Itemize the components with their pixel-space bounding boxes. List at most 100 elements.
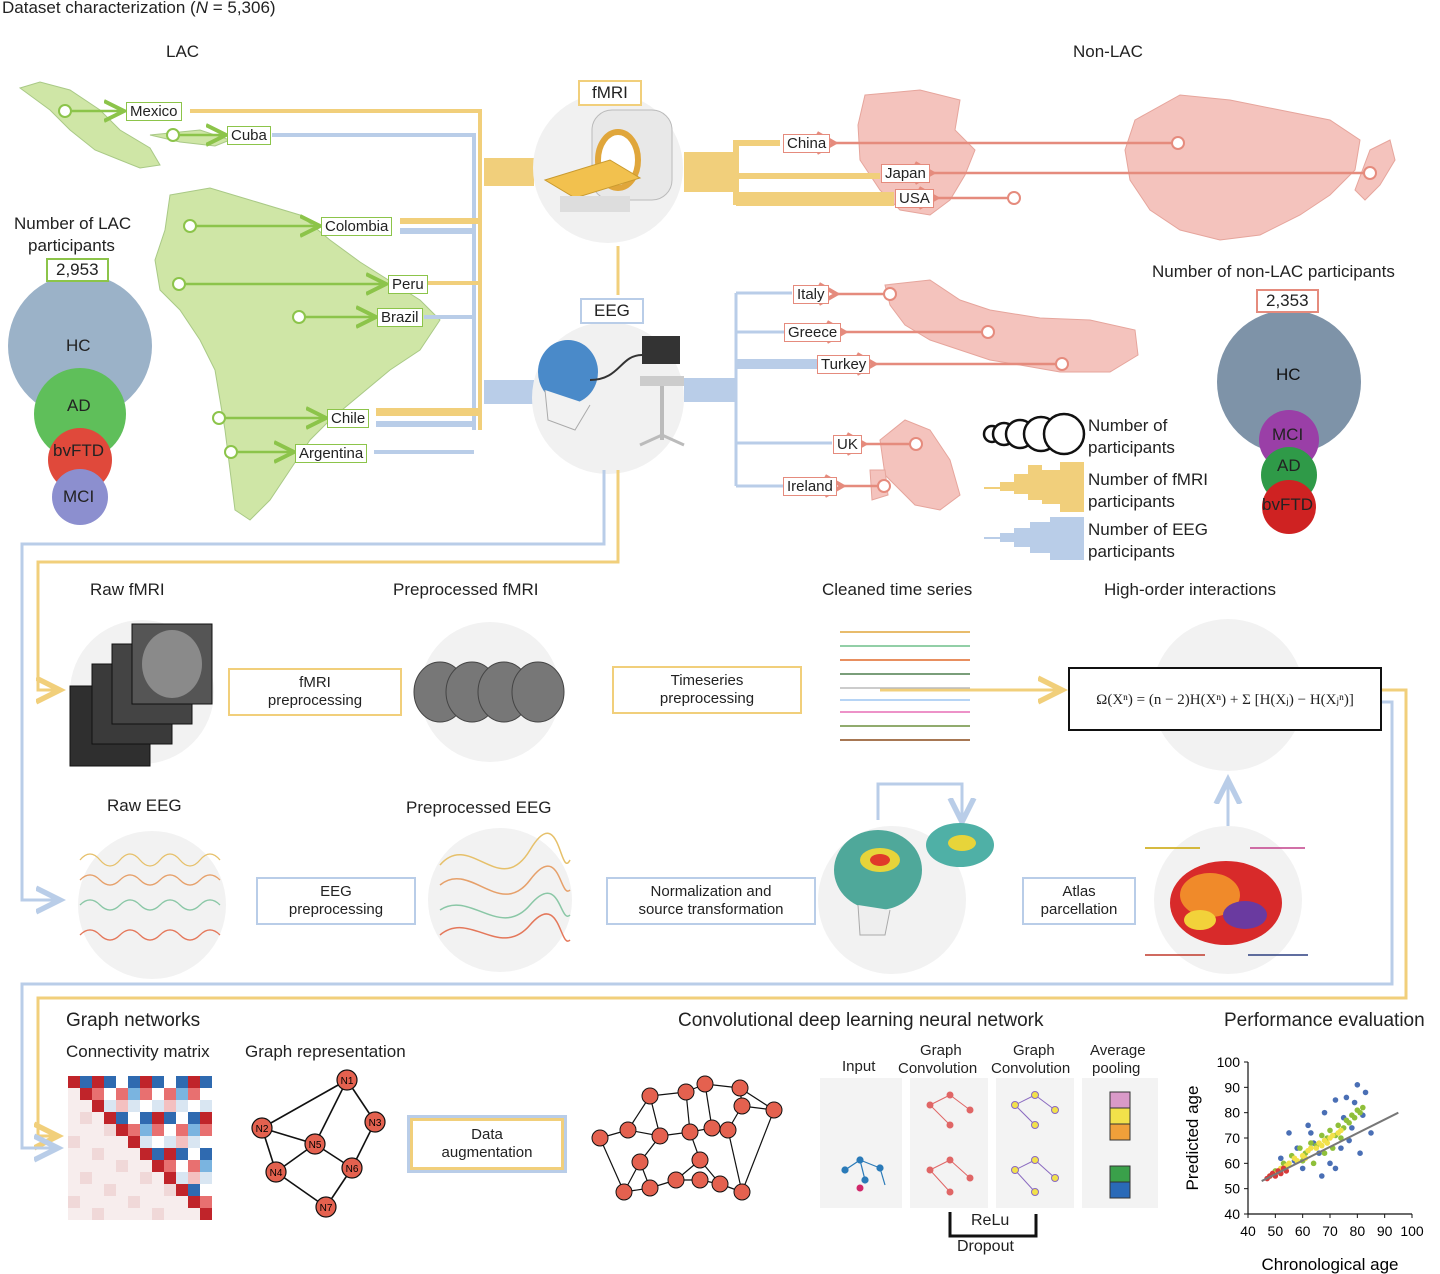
graph-edge: [261, 1079, 348, 1129]
scatter-point: [1299, 1165, 1306, 1172]
matrix-cell: [68, 1184, 80, 1196]
scatter-point: [1349, 1125, 1355, 1131]
performance-title: Performance evaluation: [1224, 1010, 1425, 1031]
aug-graph-node: [719, 1121, 737, 1139]
matrix-cell: [92, 1136, 104, 1148]
aug-graph-node: [696, 1075, 714, 1093]
pipeline-frame: [20, 470, 1408, 1148]
scatter-point: [1346, 1137, 1352, 1144]
scatter-point: [1319, 1132, 1325, 1139]
matrix-cell: [152, 1208, 164, 1220]
scatter-point: [1305, 1122, 1311, 1129]
aug-graph-node: [615, 1183, 633, 1201]
scatter-point: [1324, 1140, 1331, 1146]
aug-graph-node: [703, 1119, 721, 1137]
y-tick-label: 60: [1224, 1155, 1240, 1171]
eeg-nonlac-bar: [684, 378, 736, 402]
preprocessed-fmri-icon: [413, 661, 565, 723]
matrix-cell: [140, 1112, 152, 1124]
scatter-point: [1286, 1160, 1292, 1167]
gc1-label-2: Convolution: [898, 1060, 978, 1077]
scatter-point: [1343, 1094, 1350, 1101]
matrix-cell: [176, 1100, 188, 1112]
matrix-cell: [80, 1160, 92, 1172]
cleaned-timeseries-title: Cleaned time series: [822, 580, 973, 599]
matrix-cell: [188, 1184, 200, 1196]
matrix-cell: [152, 1136, 164, 1148]
matrix-cell: [116, 1112, 128, 1124]
relu-dropout-connector: [948, 1212, 1038, 1238]
matrix-cell: [68, 1100, 80, 1112]
matrix-cell: [128, 1160, 140, 1172]
nonlac-bubbles: [1217, 310, 1361, 534]
matrix-cell: [104, 1160, 116, 1172]
matrix-cell: [104, 1076, 116, 1088]
matrix-cell: [92, 1208, 104, 1220]
matrix-cell: [164, 1172, 176, 1184]
scatter-point: [1319, 1173, 1325, 1179]
country-italy: Italy: [793, 285, 829, 304]
matrix-cell: [176, 1088, 188, 1100]
scatter-point: [1319, 1142, 1325, 1149]
legend-fmri-1: Number of fMRI: [1088, 470, 1208, 489]
fmri-label: fMRI: [578, 80, 642, 106]
matrix-cell: [80, 1172, 92, 1184]
matrix-cell: [140, 1172, 152, 1184]
gc2-label-2: Convolution: [991, 1060, 1071, 1077]
matrix-cell: [104, 1112, 116, 1124]
aug-graph-edge: [741, 1109, 775, 1193]
aug-graph-edge: [727, 1129, 743, 1193]
raw-eeg-title: Raw EEG: [107, 796, 182, 815]
matrix-cell: [68, 1136, 80, 1148]
y-tick-label: 70: [1224, 1130, 1240, 1146]
matrix-cell: [176, 1112, 188, 1124]
aug-graph-node: [731, 1079, 749, 1097]
matrix-cell: [140, 1076, 152, 1088]
scatter-point: [1332, 1097, 1339, 1103]
hoi-title: High-order interactions: [1104, 580, 1276, 599]
aug-graph-node: [641, 1179, 659, 1197]
graph-node-label: N5: [309, 1140, 322, 1151]
scatter-point: [1308, 1140, 1314, 1146]
eeg-label: EEG: [580, 298, 644, 324]
matrix-cell: [140, 1088, 152, 1100]
matrix-cell: [116, 1160, 128, 1172]
matrix-cell: [128, 1196, 140, 1208]
aug-graph-node: [591, 1129, 609, 1147]
graph-node-label: N6: [346, 1164, 359, 1175]
country-argentina: Argentina: [295, 444, 368, 463]
matrix-cell: [188, 1088, 200, 1100]
country-turkey: Turkey: [817, 355, 871, 374]
graph-representation-title: Graph representation: [245, 1042, 406, 1061]
country-mexico: Mexico: [126, 102, 182, 121]
matrix-cell: [92, 1124, 104, 1136]
matrix-cell: [188, 1112, 200, 1124]
matrix-cell: [164, 1136, 176, 1148]
matrix-cell: [68, 1172, 80, 1184]
aug-graph-node: [733, 1183, 751, 1201]
scatter-point: [1338, 1135, 1344, 1141]
matrix-cell: [80, 1196, 92, 1208]
lac-connectors: [190, 109, 482, 454]
scatter-point: [1368, 1130, 1374, 1136]
pool-label-2: pooling: [1092, 1060, 1141, 1077]
matrix-cell: [140, 1136, 152, 1148]
matrix-cell: [128, 1100, 140, 1112]
matrix-cell: [176, 1136, 188, 1148]
aug-graph-node: [677, 1083, 695, 1101]
matrix-cell: [152, 1112, 164, 1124]
cnn-input-label: Input: [842, 1058, 876, 1075]
matrix-cell: [116, 1208, 128, 1220]
gc2-graphs: [1011, 1091, 1059, 1196]
eeg-lac-bar: [484, 380, 534, 404]
dropout-label: Dropout: [957, 1238, 1014, 1255]
matrix-cell: [116, 1100, 128, 1112]
matrix-cell: [128, 1076, 140, 1088]
lac-group-bvftd: bvFTD: [53, 441, 104, 460]
matrix-cell: [176, 1208, 188, 1220]
nonlac-group-bvftd: bvFTD: [1262, 495, 1313, 514]
graph-networks-title: Graph networks: [66, 1010, 201, 1031]
